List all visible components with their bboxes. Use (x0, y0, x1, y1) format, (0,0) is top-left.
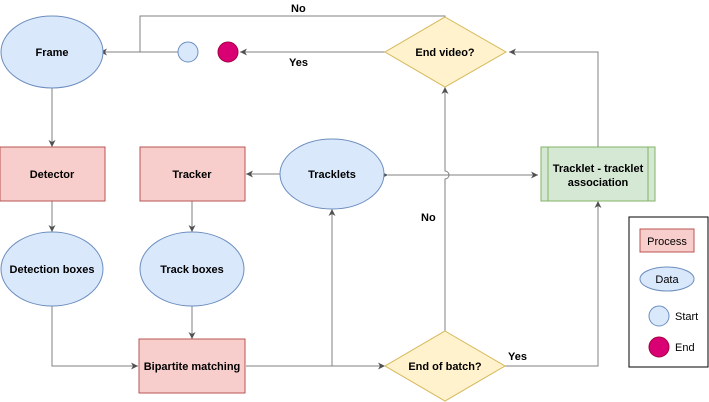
node-detector-label: Detector (30, 169, 75, 181)
node-end-batch-label: End of batch? (408, 361, 482, 373)
node-tracklets: Tracklets (279, 138, 385, 210)
node-end-video: End video? (384, 16, 508, 88)
node-detector: Detector (0, 146, 106, 202)
edge-label-no-top: No (291, 3, 306, 15)
node-tracklet-association: Tracklet - tracklet association (540, 146, 656, 202)
legend-start-label: Start (675, 311, 698, 323)
node-bipartite-matching: Bipartite matching (138, 338, 246, 394)
edge-endvideo-no-frame (100, 15, 446, 56)
node-end-video-label: End video? (415, 47, 475, 59)
start-marker (177, 41, 199, 63)
node-tracklet-association-label-2: association (568, 177, 629, 189)
edge-bipartite-tracklets (246, 209, 336, 367)
edge-association-endvideo (509, 48, 599, 147)
node-end-batch: End of batch? (384, 330, 506, 402)
legend-end-swatch (648, 336, 670, 358)
node-detection-boxes-label: Detection boxes (10, 264, 95, 276)
edge-label-yes-top: Yes (289, 57, 308, 69)
node-bipartite-matching-label: Bipartite matching (144, 361, 241, 373)
node-frame: Frame (0, 15, 104, 89)
node-tracklet-association-label-1: Tracklet - tracklet (553, 163, 644, 175)
legend-process-swatch (639, 228, 695, 253)
edge-endbatch-no-endvideo (441, 87, 450, 331)
node-tracker: Tracker (139, 146, 246, 202)
legend-data-swatch (639, 266, 695, 292)
legend: Process Data Start End (628, 216, 709, 368)
legend-start-swatch (648, 305, 670, 327)
legend-data-label: Data (655, 274, 679, 286)
legend-process-label: Process (647, 236, 687, 248)
node-tracklets-label: Tracklets (308, 169, 356, 181)
edges (48, 15, 602, 370)
node-frame-label: Frame (35, 47, 68, 59)
node-track-boxes: Track boxes (139, 231, 245, 307)
edge-detectionboxes-bipartite (51, 306, 138, 370)
legend-end-label: End (675, 342, 695, 354)
edge-endbatch-yes-association (505, 201, 602, 367)
node-tracker-label: Tracker (172, 169, 212, 181)
node-track-boxes-label: Track boxes (160, 264, 224, 276)
node-detection-boxes: Detection boxes (0, 231, 104, 307)
end-marker (217, 41, 239, 63)
edge-label-yes-bottom: Yes (508, 351, 527, 363)
edge-label-no-mid: No (421, 212, 436, 224)
